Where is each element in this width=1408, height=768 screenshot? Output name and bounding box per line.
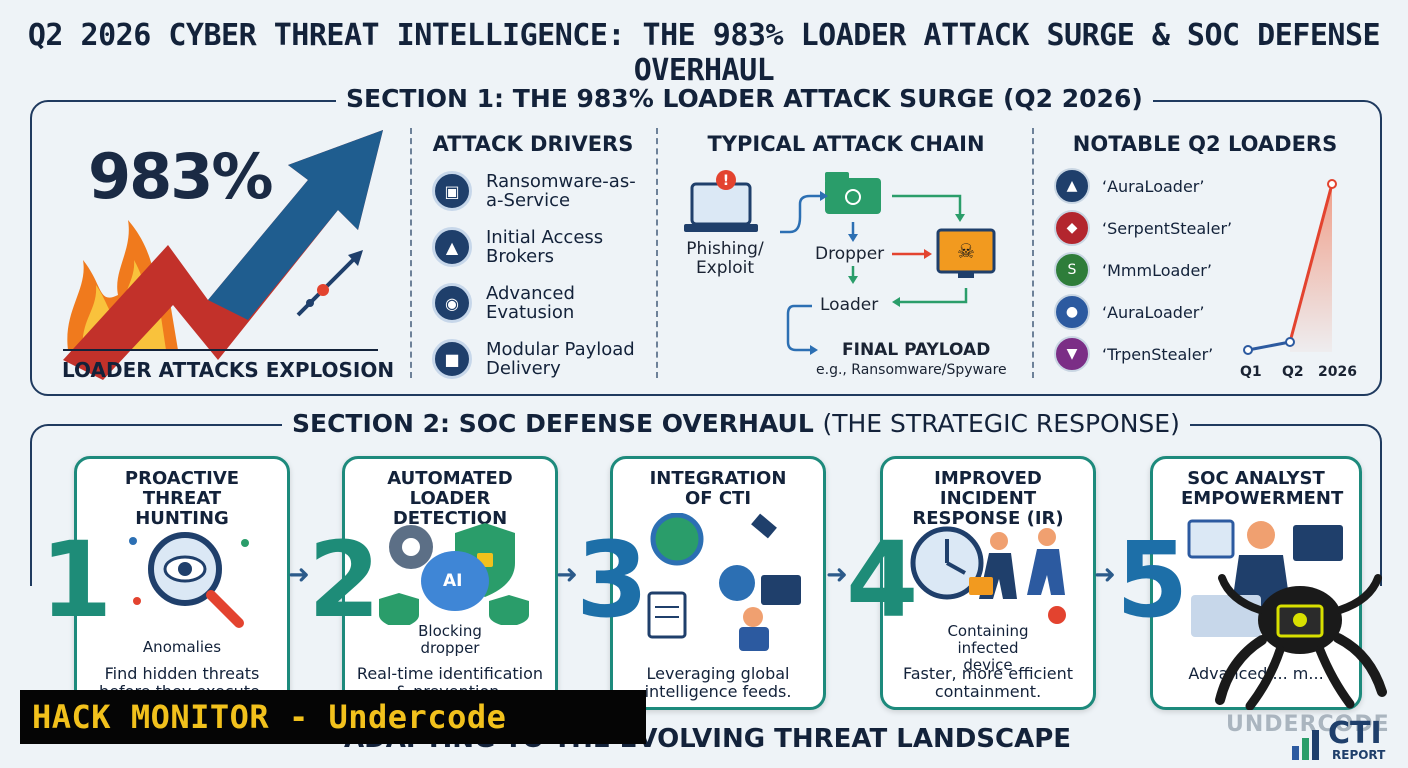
loader-item: ◆ ‘SerpentStealer’ xyxy=(1054,210,1233,246)
hero-value: 983% xyxy=(88,140,274,213)
hero-graphic xyxy=(48,120,398,390)
network-icon: ▲ xyxy=(432,227,472,267)
chart-line-segment xyxy=(1288,183,1334,343)
driver-label: Advanced Evatusion xyxy=(486,283,575,323)
loader-logo-icon: ◆ xyxy=(1054,210,1090,246)
section1-title: SECTION 1: THE 983% LOADER ATTACK SURGE … xyxy=(336,84,1153,113)
chart-line-segment xyxy=(1247,340,1291,352)
step-number: 3 xyxy=(576,519,649,641)
chart-point xyxy=(1285,337,1295,347)
connector-arrow-icon: ➜ xyxy=(556,560,578,590)
globe-satellite-icon xyxy=(643,512,803,657)
driver-item: ▣ Ransomware-as-a-Service xyxy=(432,170,652,212)
step-title: PROACTIVE THREAT HUNTING xyxy=(124,468,240,529)
loader-label: ‘AuraLoader’ xyxy=(1102,176,1205,196)
chain-loader: Loader xyxy=(820,295,879,315)
chart-tick-label: 2026 xyxy=(1318,364,1357,380)
drivers-list: ▣ Ransomware-as-a-Service ▲ Initial Acce… xyxy=(432,170,652,380)
divider-3 xyxy=(1032,128,1034,378)
logo-main: CTI xyxy=(1328,716,1382,751)
watermark-text: UNDERCODE xyxy=(1226,712,1390,737)
hack-monitor-banner: HACK MONITOR - Undercode xyxy=(20,690,646,744)
cti-report-logo: CTI REPORT xyxy=(1290,718,1400,762)
connector-arrow-icon: ➜ xyxy=(826,560,848,590)
step-title: IMPROVED INCIDENT RESPONSE (IR) xyxy=(912,468,1064,529)
step-card-1: PROACTIVE THREAT HUNTING Anomalies Find … xyxy=(74,456,290,710)
magnifier-icon xyxy=(127,521,257,635)
svg-text:!: ! xyxy=(723,173,729,189)
drivers-title: ATTACK DRIVERS xyxy=(432,132,634,156)
step-sub: Anomalies xyxy=(142,638,222,656)
step-desc: Advanced ... m... xyxy=(1188,664,1324,683)
loader-logo-icon: ▲ xyxy=(1054,168,1090,204)
ai-brain-icon xyxy=(375,515,535,629)
loaders-title: NOTABLE Q2 LOADERS xyxy=(1072,132,1338,156)
loaders-list: ▲ ‘AuraLoader’ ◆ ‘SerpentStealer’ S ‘Mmm… xyxy=(1054,168,1233,372)
step-number: 2 xyxy=(308,519,381,641)
step-desc: Leveraging global intelligence feeds. xyxy=(644,664,792,701)
loader-logo-icon: ▼ xyxy=(1054,336,1090,372)
step-number: 5 xyxy=(1116,519,1189,641)
connector-arrow-icon: ➜ xyxy=(1094,560,1116,590)
divider-2 xyxy=(656,128,658,378)
hero-caption: LOADER ATTACKS EXPLOSION xyxy=(62,358,395,382)
chain-phishing: Phishing/ Exploit xyxy=(686,239,764,278)
chain-title: TYPICAL ATTACK CHAIN xyxy=(707,132,985,156)
octopus-mascot-icon xyxy=(1210,570,1390,714)
banner-text: HACK MONITOR - Undercode xyxy=(32,698,507,736)
divider-1 xyxy=(410,128,412,378)
chain-payload-example: e.g., Ransomware/Spyware xyxy=(816,362,1007,378)
step-sub: Containing infected device xyxy=(947,622,1029,674)
step-desc: Faster, more efficient containment. xyxy=(902,664,1074,701)
chart-point xyxy=(1243,345,1253,355)
loader-label: ‘SerpentStealer’ xyxy=(1102,218,1233,238)
connector-arrow-icon: ➜ xyxy=(288,560,310,590)
section2-title-rest: (THE STRATEGIC RESPONSE) xyxy=(822,409,1180,438)
driver-item: ◉ Advanced Evatusion xyxy=(432,282,652,324)
eye-icon: ◉ xyxy=(432,283,472,323)
growth-mini-chart xyxy=(1228,170,1368,370)
loader-label: ‘TrpenStealer’ xyxy=(1102,344,1214,364)
loader-logo-icon: S xyxy=(1054,252,1090,288)
section2-title-bold: SECTION 2: SOC DEFENSE OVERHAUL xyxy=(292,409,814,438)
stopwatch-icon xyxy=(907,519,1077,633)
loader-logo-icon: ● xyxy=(1054,294,1090,330)
laptop-icon: ▣ xyxy=(432,171,472,211)
loader-item: ▲ ‘AuraLoader’ xyxy=(1054,168,1232,204)
chart-tick-label: Q1 xyxy=(1240,364,1262,380)
step-number: 4 xyxy=(846,519,919,641)
svg-text:☠: ☠ xyxy=(957,239,975,263)
step-card-4: IMPROVED INCIDENT RESPONSE (IR) Containi… xyxy=(880,456,1096,710)
logo-bars-icon xyxy=(1290,728,1324,760)
chart-tick-label: Q2 xyxy=(1282,364,1304,380)
attack-chain-diagram: ! ☠ xyxy=(670,162,1030,382)
loader-item: ● ‘AuraLoader’ xyxy=(1054,294,1232,330)
step-number: 1 xyxy=(40,519,113,641)
package-icon: ■ xyxy=(432,339,472,379)
step-sub: Blocking dropper xyxy=(418,622,482,657)
driver-item: ▲ Initial Access Brokers xyxy=(432,226,652,268)
step-title: AUTOMATED LOADER DETECTION xyxy=(387,468,513,529)
chain-dropper: Dropper xyxy=(815,244,885,264)
driver-label: Initial Access Brokers xyxy=(486,227,604,267)
step-card-2: AUTOMATED LOADER DETECTION AI Blocking d… xyxy=(342,456,558,710)
page-title: Q2 2026 CYBER THREAT INTELLIGENCE: THE 9… xyxy=(27,18,1381,88)
driver-item: ■ Modular Payload Delivery xyxy=(432,338,652,380)
loader-label: ‘MmmLoader’ xyxy=(1102,260,1212,280)
loader-label: ‘AuraLoader’ xyxy=(1102,302,1205,322)
chart-point xyxy=(1327,179,1337,189)
ai-label: AI xyxy=(443,571,463,591)
section2-title: SECTION 2: SOC DEFENSE OVERHAUL (THE STR… xyxy=(282,409,1190,438)
driver-label: Modular Payload Delivery xyxy=(486,339,635,379)
logo-sub: REPORT xyxy=(1332,748,1386,762)
loader-item: S ‘MmmLoader’ xyxy=(1054,252,1232,288)
loader-item: ▼ ‘TrpenStealer’ xyxy=(1054,336,1232,372)
driver-label: Ransomware-as-a-Service xyxy=(486,171,636,211)
chain-payload: FINAL PAYLOAD xyxy=(842,340,991,360)
step-title: SOC ANALYST EMPOWERMENT xyxy=(1181,468,1344,509)
step-title: INTEGRATION OF CTI xyxy=(649,468,787,509)
step-card-3: INTEGRATION OF CTI Leveraging global int… xyxy=(610,456,826,710)
